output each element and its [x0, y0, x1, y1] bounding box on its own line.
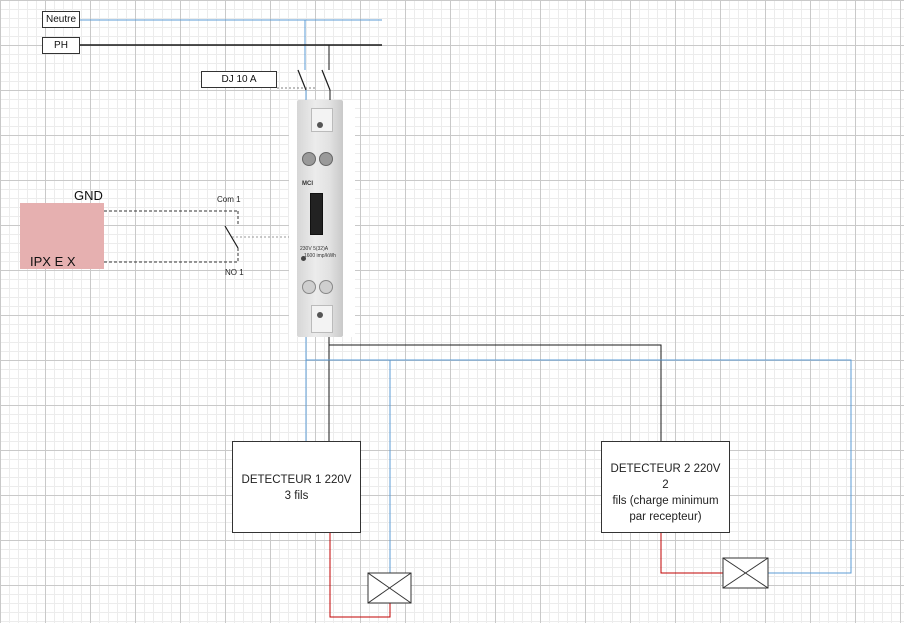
lamp-2	[722, 557, 769, 589]
detector-1: DETECTEUR 1 220V 3 fils	[232, 441, 361, 533]
meter-counter	[310, 193, 323, 235]
phase-wire-detector2	[329, 344, 662, 441]
meter-brand: MCI	[302, 181, 313, 187]
neutral-label-text: Neutre	[45, 14, 76, 25]
breaker-label-text: DJ 10 A	[221, 74, 257, 85]
detector-1-line1: DETECTEUR 1 220V	[241, 474, 352, 486]
meter-bottom-screw	[317, 312, 323, 318]
terminal-screw-4	[319, 280, 333, 294]
phase-label: PH	[42, 37, 80, 54]
no1-label: NO 1	[225, 268, 244, 277]
gnd-label: GND	[74, 188, 103, 203]
lamp-1	[367, 572, 412, 604]
meter-rating: 230V 5(32)A	[300, 246, 329, 252]
terminal-screw-3	[302, 280, 316, 294]
breaker-contact-phase	[321, 69, 331, 91]
breaker-contact-neutral	[297, 69, 307, 91]
terminal-screw-1	[302, 152, 316, 166]
detector-2: DETECTEUR 2 220V 2 fils (charge minimum …	[601, 441, 730, 533]
com1-label: Com 1	[217, 195, 241, 204]
breaker-label: DJ 10 A	[201, 71, 277, 88]
meter-impulses: 1600 imp/kWh	[304, 253, 336, 259]
ipx-label: IPX E X	[30, 254, 76, 269]
meter-top-tab	[311, 108, 333, 132]
ipx-module	[20, 203, 104, 269]
terminal-screw-2	[319, 152, 333, 166]
phase-label-text: PH	[54, 40, 68, 51]
detector-2-line1: DETECTEUR 2 220V 2	[610, 463, 721, 491]
return-wire-lamp2	[660, 533, 723, 574]
detector-1-line2: 3 fils	[284, 490, 309, 502]
detector-2-line3: par recepteur)	[629, 511, 702, 523]
meter-top-screw	[317, 122, 323, 128]
neutral-wire-lamps	[306, 359, 852, 574]
meter-bottom-tab	[311, 305, 333, 333]
detector-2-line2: fils (charge minimum	[612, 495, 719, 507]
neutral-label: Neutre	[42, 11, 80, 28]
relay-contact	[224, 225, 239, 249]
meter-led	[301, 256, 306, 261]
return-wire-lamp1	[329, 533, 391, 618]
energy-meter: MCI 230V 5(32)A 1600 imp/kWh	[289, 100, 355, 337]
